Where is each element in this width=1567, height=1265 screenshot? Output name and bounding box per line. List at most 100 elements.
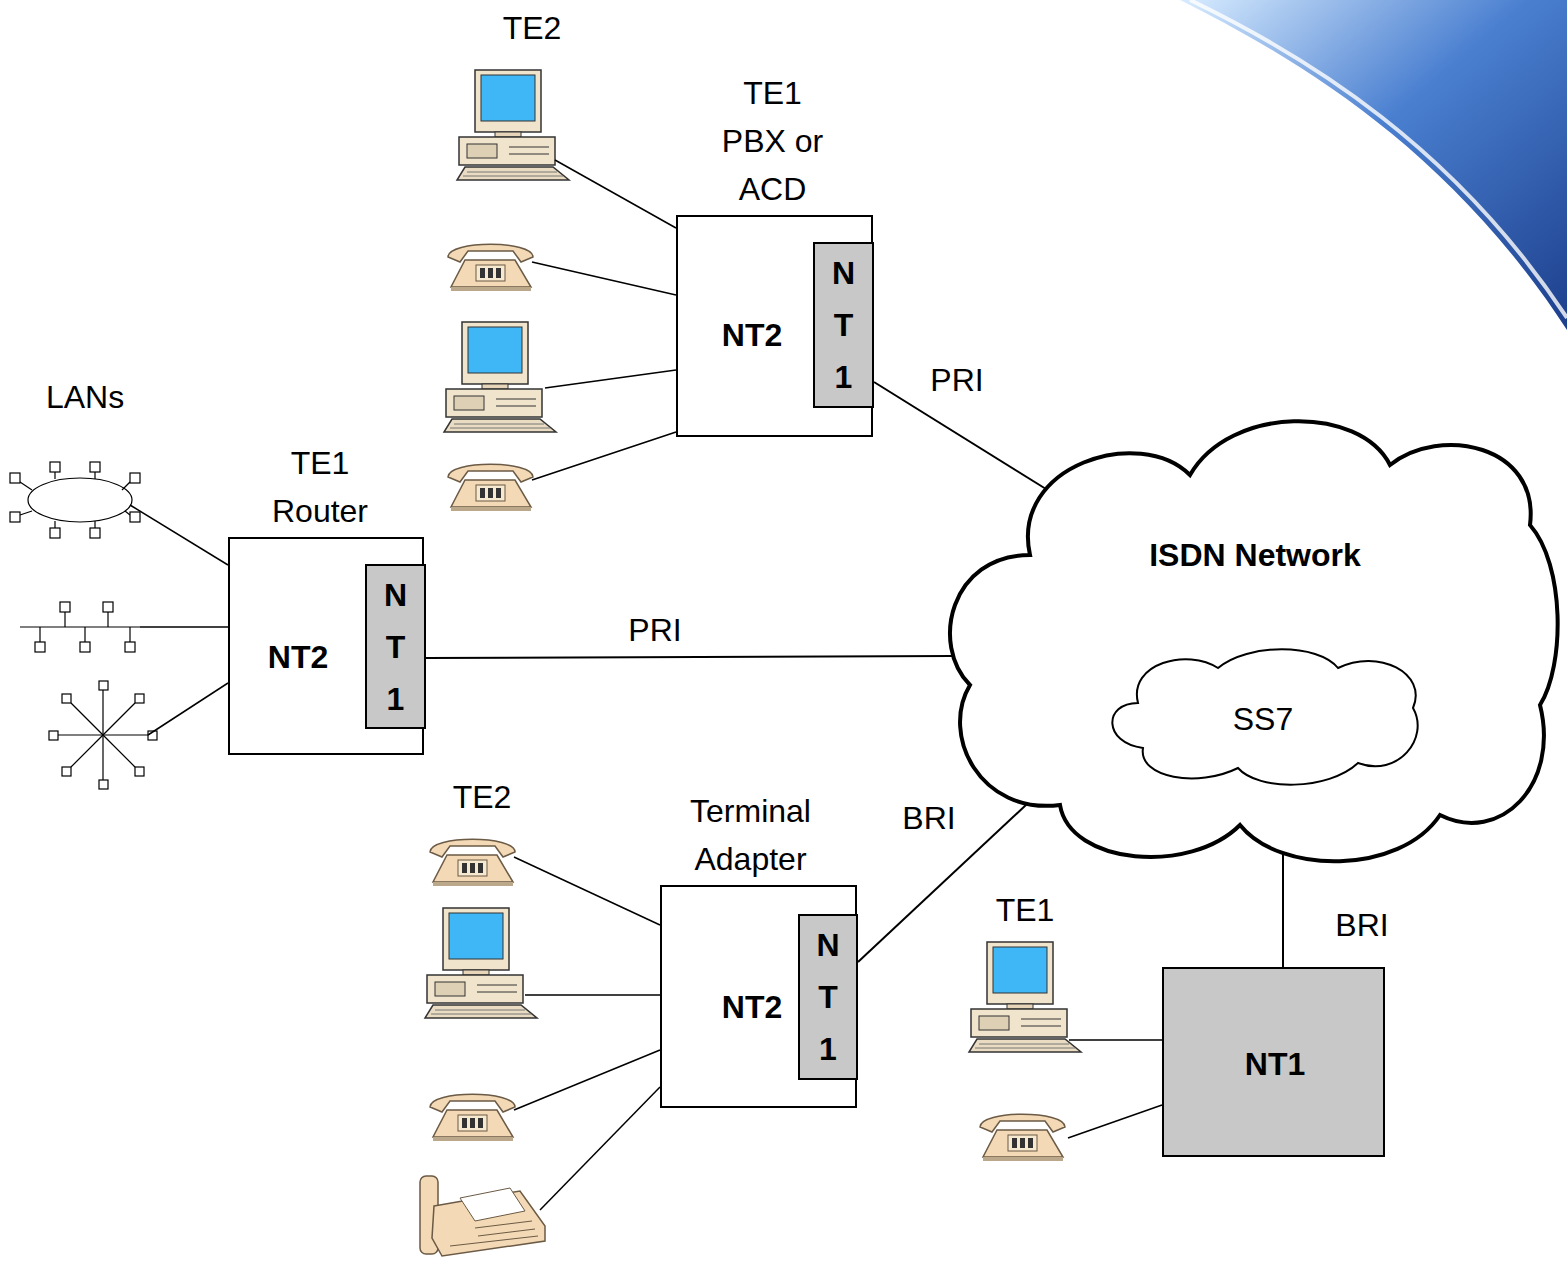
terminal-wire [1069,1039,1162,1041]
router-box: TE1 RouterNT2N T 1 [228,537,424,755]
terminal-wire [514,1050,660,1110]
ring-lan-symbol [50,528,60,538]
star-lan-symbol [103,703,135,735]
terminal-wire [130,505,228,565]
isdn-cloud-outline [950,421,1558,861]
interface-line [426,656,953,658]
star-lan-symbol [49,681,157,789]
star-lan-symbol [99,780,108,789]
background-swoosh [1190,0,1567,318]
device-heading: Terminal Adapter [651,787,851,883]
star-lan-symbol [49,731,58,740]
bus-lan-symbol [20,626,140,627]
ring-lan-symbol [130,512,140,522]
star-lan-symbol [103,735,135,767]
terminal-label: LANs [46,378,124,416]
ring-lan-symbol [94,521,95,528]
device-label: SS7 [1233,700,1293,738]
ring-lan-symbol [10,473,20,483]
star-lan-symbol [58,734,103,735]
terminal-wire [525,994,660,996]
ring-lan-symbol [130,473,140,483]
star-lan-symbol [103,734,148,735]
terminal-wire [148,683,228,735]
bus-lan-symbol [35,642,45,652]
device-label: NT2 [268,638,328,676]
terminal-wire [555,160,676,228]
ring-lan-symbol [94,472,95,479]
star-lan-symbol [135,694,144,703]
terminal-wire [514,857,660,925]
bus-lan-symbol [107,612,108,627]
bus-lan-symbol [129,627,130,642]
bus-lan-symbol [80,642,90,652]
terminal-wire [532,262,676,295]
ring-lan-symbol [54,472,55,479]
terminal-label: TE2 [453,778,512,816]
terminal-wire [1068,1105,1162,1138]
interface-line [1282,853,1284,967]
star-lan-symbol [62,694,71,703]
star-lan-symbol [99,681,108,690]
telephone-icon [448,464,533,511]
fax-icon [478,1229,535,1236]
fax-icon [450,1236,538,1246]
star-lan-symbol [102,690,103,735]
ring-lan-symbol [90,528,100,538]
telephone-icon [448,244,533,291]
device-label: NT2 [722,316,782,354]
device-label: N T 1 [376,569,414,725]
ring-lan-symbol [50,462,60,472]
fax-icon [420,1176,545,1256]
device-label: NT1 [1245,1045,1305,1083]
bus-lan-symbol [84,627,85,642]
interface-line [874,382,1046,489]
computer-icon [444,322,556,432]
device-heading: TE1 PBX or ACD [713,69,833,213]
nt1-box: N T 1 [813,242,874,408]
terminal-label: TE1 [996,891,1055,929]
telephone-icon [980,1114,1065,1161]
ring-lan-symbol [20,511,32,515]
terminal-wire [532,432,676,480]
bus-lan-symbol [39,627,40,642]
ring-lan-symbol [122,482,130,490]
interface-label: BRI [902,799,955,837]
nt1-box: N T 1 [798,914,858,1080]
ss7-cloud: SS7 [1098,643,1428,791]
ring-lan-symbol [54,521,55,528]
ring-lan-symbol [125,511,130,515]
pbx-box: TE1 PBX or ACDNT2N T 1 [676,215,873,437]
fax-icon [475,1221,532,1228]
nt1-box: N T 1 [365,564,426,729]
background-swoosh [1180,0,1567,330]
isdn-cloud-outline [940,405,1565,873]
star-lan-symbol [62,767,71,776]
device-label: N T 1 [809,919,847,1075]
star-lan-symbol [71,735,103,767]
telephone-icon [430,839,515,886]
terminal-wire [540,1087,660,1210]
interface-label: PRI [628,611,681,649]
star-lan-symbol [71,703,103,735]
device-heading: TE1 Router [265,439,375,535]
ring-lan-symbol [10,512,20,522]
terminal-label: TE2 [503,9,562,47]
bus-lan-symbol [125,642,135,652]
device-label: NT2 [722,988,782,1026]
ring-lan-symbol [28,478,132,522]
interface-label: BRI [1335,906,1388,944]
bus-lan-symbol [20,602,140,652]
nt1-box: NT1 [1162,967,1385,1157]
terminal-wire [140,626,228,628]
star-lan-symbol [135,767,144,776]
isdn-cloud: ISDN NetworkSS7 [940,405,1565,873]
bus-lan-symbol [64,612,65,627]
bus-lan-symbol [103,602,113,612]
interface-label: PRI [930,361,983,399]
star-lan-symbol [102,735,103,780]
device-label: ISDN Network [1149,536,1361,574]
telephone-icon [430,1094,515,1141]
ring-lan-symbol [90,462,100,472]
